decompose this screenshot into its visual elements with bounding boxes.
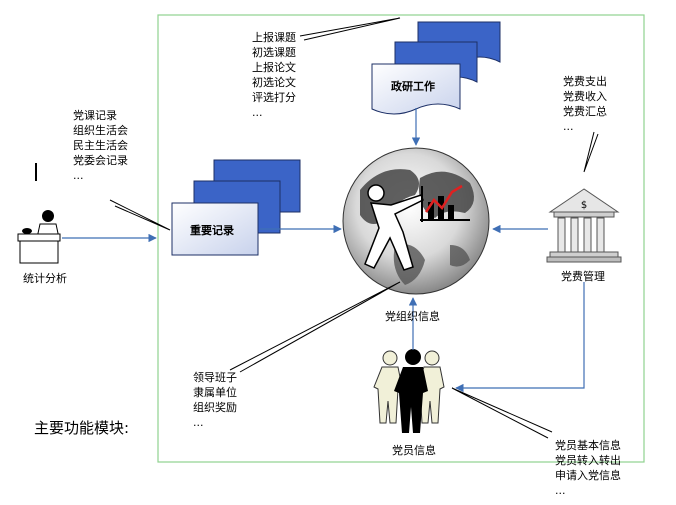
stats-node-label: 统计分析 (23, 272, 67, 285)
members-notes: 党员基本信息 党员转入转出 申请入党信息 ... (555, 438, 621, 498)
note-item: 党费收入 (563, 90, 607, 103)
note-item: 初选课题 (252, 46, 296, 59)
note-item: ... (252, 106, 263, 119)
note-item: 申请入党信息 (555, 469, 621, 482)
callout-lines (109, 17, 599, 439)
research-doc-stack (371, 21, 501, 115)
people-group-icon (373, 349, 445, 433)
text-cursor-mark (35, 163, 37, 181)
note-item: 上报课题 (252, 31, 296, 44)
center-node-label: 党组织信息 (385, 310, 440, 323)
svg-text:$: $ (581, 200, 587, 211)
note-item: 初选论文 (252, 76, 296, 89)
note-item: 党课记录 (73, 109, 117, 122)
records-notes: 党课记录 组织生活会 民主生活会 党委会记录 ... (73, 108, 128, 183)
bank-building-icon: $ (546, 188, 622, 263)
module-boundary (157, 14, 645, 463)
note-item: 党员转入转出 (555, 454, 621, 467)
note-item: ... (555, 484, 566, 497)
research-node-label: 政研工作 (391, 80, 435, 93)
note-item: 组织奖励 (193, 401, 237, 414)
note-item: 隶属单位 (193, 386, 237, 399)
globe-icon (342, 147, 490, 295)
note-item: ... (193, 416, 204, 429)
note-item: 党费支出 (563, 75, 607, 88)
org-notes: 领导班子 隶属单位 组织奖励 ... (193, 370, 237, 430)
research-notes: 上报课题 初选课题 上报论文 初选论文 评选打分 ... (252, 30, 296, 120)
members-node-label: 党员信息 (392, 444, 436, 457)
note-item: 组织生活会 (73, 124, 128, 137)
records-node-label: 重要记录 (190, 224, 234, 237)
note-item: ... (73, 169, 84, 182)
connector-arrows (62, 108, 585, 393)
note-item: 民主生活会 (73, 139, 128, 152)
note-item: 上报论文 (252, 61, 296, 74)
note-item: 党委会记录 (73, 154, 128, 167)
note-item: ... (563, 120, 574, 133)
note-item: 评选打分 (252, 91, 296, 104)
statistician-icon (17, 210, 61, 264)
fees-notes: 党费支出 党费收入 党费汇总 ... (563, 74, 607, 134)
fees-node-label: 党费管理 (561, 270, 605, 283)
note-item: 党员基本信息 (555, 439, 621, 452)
main-title: 主要功能模块: (34, 419, 130, 437)
records-doc-stack (171, 159, 301, 256)
note-item: 领导班子 (193, 371, 237, 384)
note-item: 党费汇总 (563, 105, 607, 118)
